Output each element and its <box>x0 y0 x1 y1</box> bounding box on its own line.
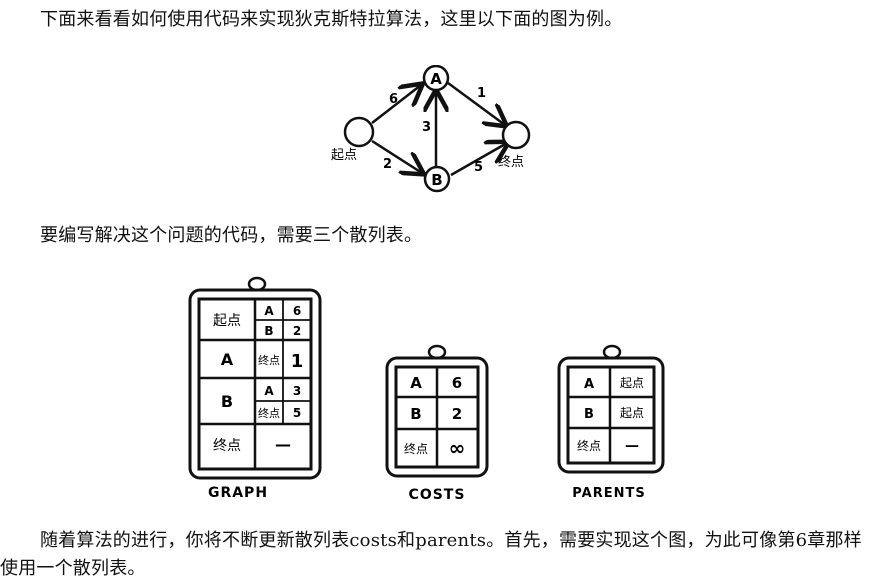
graph-start-b: B <box>264 324 273 338</box>
costs-key-a: A <box>410 374 422 392</box>
edge-a-end <box>447 81 505 125</box>
end-label: 终点 <box>498 154 524 170</box>
edge-b-end <box>450 143 507 177</box>
node-b-label: B <box>431 171 442 189</box>
graph-b-end-weight: 5 <box>293 406 301 420</box>
parents-key-end: 终点 <box>577 438 601 453</box>
node-end <box>501 120 531 150</box>
parents-key-a: A <box>584 377 594 392</box>
conclusion-paragraph: 随着算法的进行，你将不断更新散列表costs和parents。首先，需要实现这个… <box>0 530 862 579</box>
graph-key-end: 终点 <box>213 438 241 454</box>
graph-table: 起点 A 6 B 2 A 终点 1 B A 3 终点 5 终点 — GRAPH <box>188 276 322 501</box>
tables-intro-paragraph: 要编写解决这个问题的代码，需要三个散列表。 <box>40 225 423 246</box>
weight-start-a: 6 <box>389 92 398 107</box>
intro-paragraph: 下面来看看如何使用代码来实现狄克斯特拉算法，这里以下面的图为例。 <box>40 9 623 30</box>
parents-value-end: — <box>625 438 639 454</box>
costs-key-end: 终点 <box>404 441 428 456</box>
graph-b-a: A <box>264 384 274 398</box>
graph-key-start: 起点 <box>213 313 241 329</box>
start-label: 起点 <box>331 148 357 163</box>
weighted-graph-diagram: A B 起点 终点 6 2 3 1 5 <box>331 65 531 193</box>
graph-key-a: A <box>221 350 234 369</box>
graph-a-end: 终点 <box>258 353 280 367</box>
costs-key-b: B <box>410 405 421 423</box>
parents-caption: PARENTS <box>572 486 645 501</box>
graph-start-a-weight: 6 <box>293 304 301 318</box>
graph-end-empty: — <box>275 435 291 454</box>
costs-table: A 6 B 2 终点 ∞ COSTS <box>385 344 489 503</box>
edge-start-b <box>371 139 422 173</box>
edge-start-a <box>371 85 421 124</box>
graph-b-end: 终点 <box>258 406 280 420</box>
graph-b-a-weight: 3 <box>293 384 301 398</box>
node-start <box>343 116 375 148</box>
node-b <box>423 165 451 193</box>
parents-value-a: 起点 <box>620 376 644 390</box>
graph-key-b: B <box>221 392 233 411</box>
graph-caption: GRAPH <box>208 485 268 501</box>
costs-value-b: 2 <box>452 405 462 423</box>
hash-tables-figure: 起点 A 6 B 2 A 终点 1 B A 3 终点 5 终点 — GRAPH … <box>188 276 665 503</box>
weight-a-end: 1 <box>477 86 486 101</box>
weight-b-a: 3 <box>422 120 431 135</box>
weight-b-end: 5 <box>474 160 483 175</box>
weight-start-b: 2 <box>383 157 392 172</box>
parents-value-b: 起点 <box>620 406 644 420</box>
costs-caption: COSTS <box>409 487 466 503</box>
node-a <box>422 65 450 92</box>
graph-start-b-weight: 2 <box>293 324 301 338</box>
costs-value-end: ∞ <box>449 436 466 460</box>
costs-value-a: 6 <box>452 374 462 392</box>
parents-key-b: B <box>584 407 594 422</box>
parents-table: A 起点 B 起点 终点 — PARENTS <box>557 344 665 501</box>
graph-a-end-weight: 1 <box>291 351 304 372</box>
node-a-label: A <box>430 70 442 88</box>
graph-start-a: A <box>264 304 274 318</box>
